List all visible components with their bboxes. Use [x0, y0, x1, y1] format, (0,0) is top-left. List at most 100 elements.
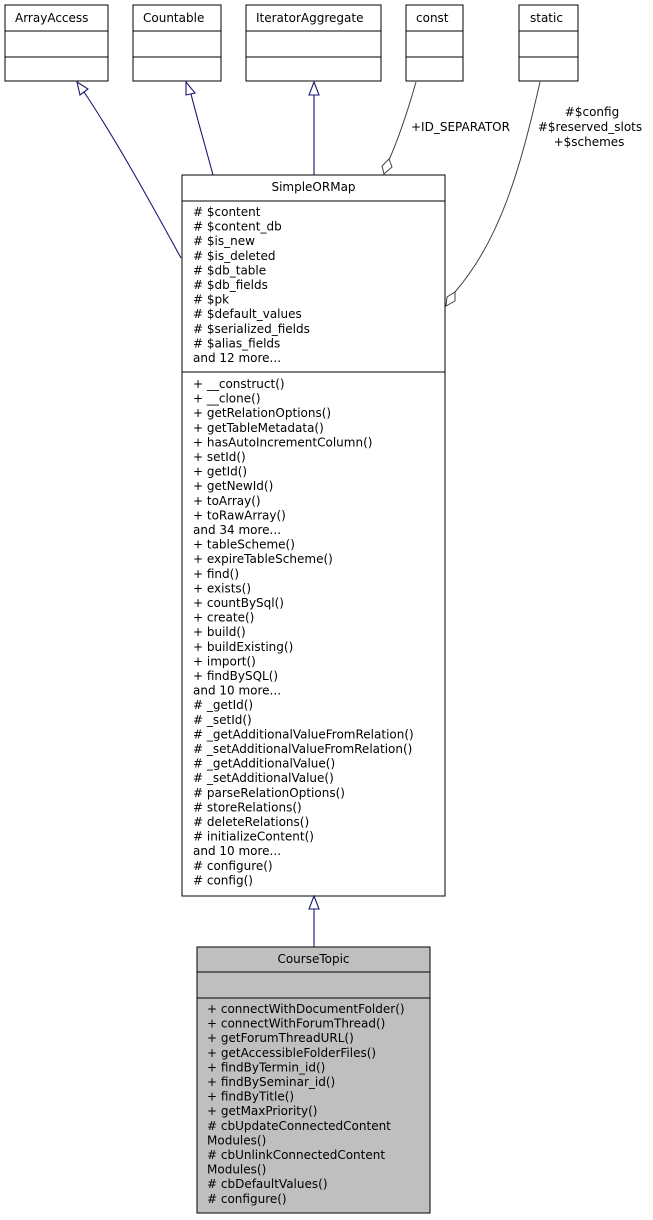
class-box-iteratoraggregate[interactable]: IteratorAggregate	[245, 4, 382, 82]
class-name: IteratorAggregate	[256, 11, 363, 25]
class-box-coursetopic[interactable]: CourseTopic + connectWithDocumentFolder(…	[196, 946, 431, 1214]
inheritance-arrowhead	[185, 80, 196, 96]
inheritance-arrowhead	[308, 80, 320, 96]
edge-role-label: +ID_SEPARATOR	[411, 120, 510, 134]
class-box-static[interactable]: static	[518, 4, 579, 82]
method-item: + setId()	[193, 450, 246, 464]
method-item: + connectWithDocumentFolder()	[207, 1002, 405, 1016]
edge-const-to-simpleormap: +ID_SEPARATOR	[381, 81, 510, 175]
method-item: # _setId()	[193, 713, 252, 727]
method-item: # cbUpdateConnectedContent	[207, 1119, 391, 1133]
method-item: + find()	[193, 567, 239, 581]
method-item: + findByTitle()	[207, 1090, 294, 1104]
edge-coursetopic-to-simpleormap	[308, 894, 320, 947]
method-item: + toArray()	[193, 494, 261, 508]
method-item: + hasAutoIncrementColumn()	[193, 435, 372, 449]
attribute-item: # $default_values	[193, 307, 302, 321]
method-list: + __construct()+ __clone()+ getRelationO…	[193, 377, 414, 887]
inheritance-line	[83, 91, 182, 259]
class-box-simpleormap[interactable]: SimpleORMap # $content# $content_db# $is…	[181, 174, 446, 897]
class-box-frame	[4, 4, 109, 82]
method-item: + exists()	[193, 581, 251, 595]
method-item: # _setAdditionalValue()	[193, 771, 334, 785]
method-item: # _getAdditionalValueFromRelation()	[193, 727, 414, 741]
method-item: + findBySeminar_id()	[207, 1075, 335, 1089]
class-box-frame	[196, 946, 431, 1214]
edge-role-label: #$config	[565, 105, 619, 119]
method-item: # config()	[193, 873, 253, 887]
method-item: + getNewId()	[193, 479, 273, 493]
class-name: SimpleORMap	[271, 180, 355, 194]
association-line	[388, 81, 417, 161]
method-item: + toRawArray()	[193, 508, 286, 522]
attribute-item: # $alias_fields	[193, 336, 280, 350]
class-name: CourseTopic	[277, 952, 349, 966]
method-item: + import()	[193, 654, 256, 668]
attribute-item: # $db_table	[193, 263, 266, 277]
class-name: const	[416, 11, 449, 25]
class-box-frame	[518, 4, 579, 82]
association-line	[454, 81, 541, 293]
method-item: and 10 more...	[193, 844, 281, 858]
inheritance-line	[190, 93, 214, 176]
edge-role-label: #$reserved_slots	[538, 120, 642, 134]
method-item: + connectWithForumThread()	[207, 1017, 385, 1031]
method-item: + findBySQL()	[193, 669, 278, 683]
method-item: and 34 more...	[193, 523, 281, 537]
edge-static-to-simpleormap: #$config #$reserved_slots +$schemes	[445, 81, 642, 307]
class-box-frame	[245, 4, 382, 82]
aggregation-diamond	[381, 158, 393, 175]
method-item: # _setAdditionalValueFromRelation()	[193, 742, 412, 756]
aggregation-diamond	[445, 291, 456, 307]
method-item: + getId()	[193, 465, 247, 479]
method-item: + buildExisting()	[193, 640, 293, 654]
attribute-item: # $pk	[193, 293, 229, 307]
method-item: + getAccessibleFolderFiles()	[207, 1046, 376, 1060]
method-item: Modules()	[207, 1163, 266, 1177]
method-item: + create()	[193, 611, 254, 625]
method-item: # initializeContent()	[193, 830, 314, 844]
method-item: # cbDefaultValues()	[207, 1177, 328, 1191]
attribute-item: # $db_fields	[193, 278, 268, 292]
class-name: ArrayAccess	[15, 11, 88, 25]
inheritance-arrowhead	[76, 80, 89, 96]
method-item: + __clone()	[193, 392, 261, 406]
method-item: + getForumThreadURL()	[207, 1031, 354, 1045]
class-box-countable[interactable]: Countable	[132, 4, 222, 82]
edge-iteratoraggregate-to-simpleormap	[308, 80, 320, 175]
method-item: + findByTermin_id()	[207, 1060, 325, 1074]
method-item: + tableScheme()	[193, 538, 295, 552]
attribute-item: # $is_deleted	[193, 249, 276, 263]
method-item: # _getId()	[193, 698, 253, 712]
class-box-frame	[405, 4, 464, 82]
method-item: Modules()	[207, 1133, 266, 1147]
method-item: # parseRelationOptions()	[193, 786, 345, 800]
method-item: + countBySql()	[193, 596, 284, 610]
attribute-item: # $serialized_fields	[193, 322, 310, 336]
class-name: Countable	[143, 11, 204, 25]
method-item: + expireTableScheme()	[193, 552, 333, 566]
attribute-item: # $is_new	[193, 234, 255, 248]
method-item: and 10 more...	[193, 684, 281, 698]
class-box-const[interactable]: const	[405, 4, 464, 82]
method-item: + getRelationOptions()	[193, 406, 331, 420]
attribute-item: # $content	[193, 205, 261, 219]
method-item: # _getAdditionalValue()	[193, 757, 335, 771]
method-item: + __construct()	[193, 377, 285, 391]
class-name: static	[530, 11, 563, 25]
method-item: # cbUnlinkConnectedContent	[207, 1148, 385, 1162]
attribute-item: and 12 more...	[193, 351, 281, 365]
method-item: + getTableMetadata()	[193, 421, 324, 435]
edge-role-label: +$schemes	[554, 135, 625, 149]
method-item: + getMaxPriority()	[207, 1104, 317, 1118]
method-item: # configure()	[207, 1192, 287, 1206]
edge-countable-to-simpleormap	[185, 80, 214, 176]
method-item: + build()	[193, 625, 246, 639]
inheritance-arrowhead	[308, 894, 320, 910]
attribute-item: # $content_db	[193, 220, 282, 234]
class-box-arrayaccess[interactable]: ArrayAccess	[4, 4, 109, 82]
method-list: + connectWithDocumentFolder()+ connectWi…	[207, 1002, 405, 1206]
class-box-frame	[132, 4, 222, 82]
attribute-list: # $content# $content_db# $is_new# $is_de…	[193, 205, 310, 365]
